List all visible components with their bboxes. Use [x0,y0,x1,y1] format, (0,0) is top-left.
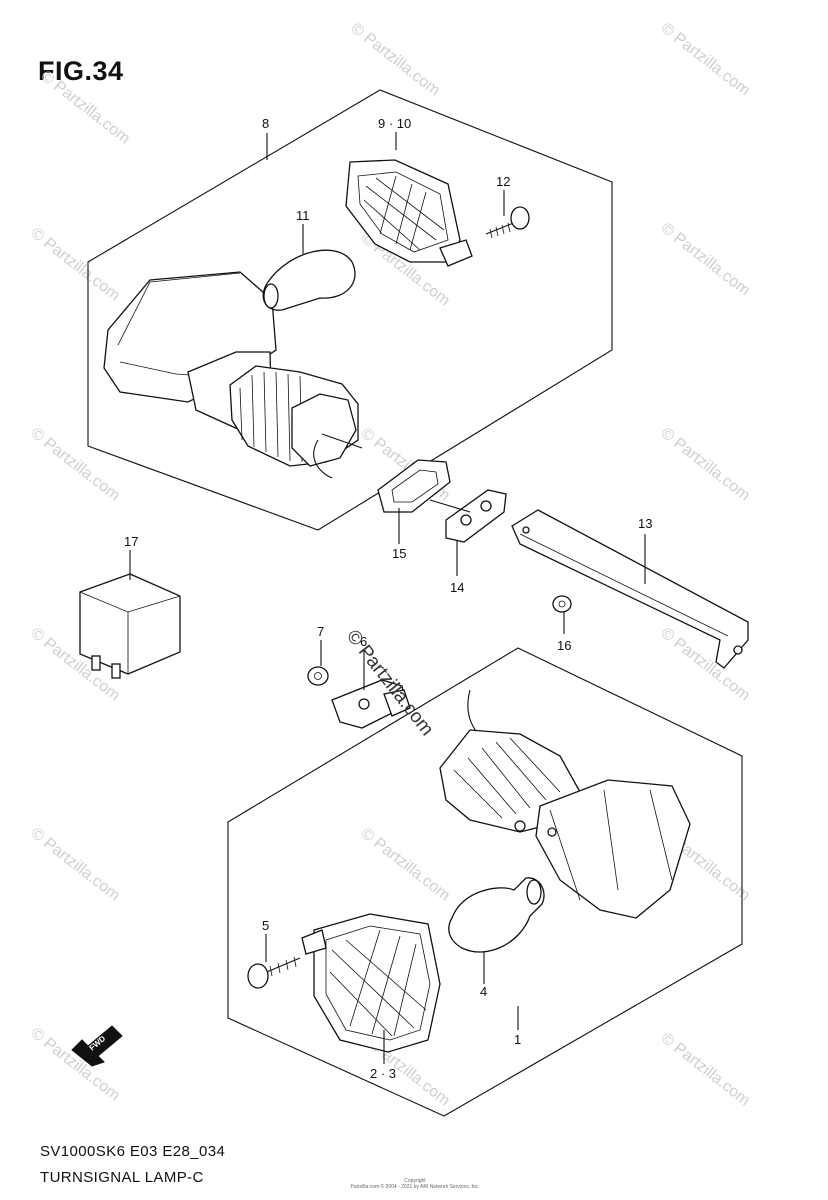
upper-bulb [262,249,356,311]
callout-4: 4 [480,984,487,999]
part-name: TURNSIGNAL LAMP-C [40,1169,204,1186]
watermark: © Partzilla.com [38,68,133,148]
upper-screw [485,206,530,239]
watermark: © Partzilla.com [658,20,753,100]
watermark: © Partzilla.com [658,425,753,505]
callout-14: 14 [450,580,464,595]
watermark: © Partzilla.com [658,220,753,300]
copyright-line: Partzilla.com © 2004 - 2021 by ARI Netwo… [350,1184,480,1190]
callout-6: 6 [360,634,367,649]
watermark: © Partzilla.com [28,825,123,905]
callout-16: 16 [557,638,571,653]
callout-1: 1 [514,1032,521,1047]
lower-lamp-housing [439,689,691,919]
upper-assembly-frame [87,89,613,531]
bracket-nut [552,595,572,613]
watermark: © Partzilla.com [658,1030,753,1110]
copyright-line: Copyright [404,1178,426,1184]
watermark: © Partzilla.com [28,425,123,505]
upper-gasket [377,459,451,513]
copyright-notice: Copyright Partzilla.com © 2004 - 2021 by… [330,1178,500,1190]
callout-7: 7 [317,624,324,639]
callout-2-3: 2 · 3 [370,1066,396,1081]
lower-screw [247,956,301,989]
mounting-bracket [511,509,749,669]
lower-nut [307,666,329,686]
callout-12: 12 [496,174,510,189]
callout-15: 15 [392,546,406,561]
callout-11: 11 [296,208,310,223]
callout-labels: 8 9 · 10 11 12 13 14 15 16 17 7 6 5 4 2 … [124,116,652,1081]
upper-lens [345,159,473,267]
watermark: © Partzilla.com [358,825,453,905]
callout-9-10: 9 · 10 [378,116,411,131]
callout-8: 8 [262,116,269,131]
lower-bulb [448,877,545,953]
upper-lamp-housing [103,271,363,479]
watermark: © Partzilla.com [28,225,123,305]
turnsignal-relay [79,573,181,679]
callout-13: 13 [638,516,652,531]
upper-mount-plate [429,489,507,543]
callout-5: 5 [262,918,269,933]
leader-lines [129,132,646,1064]
figure-title: FIG.34 [38,56,124,86]
model-code: SV1000SK6 E03 E28_034 [40,1143,226,1160]
watermark: © Partzilla.com [348,20,443,100]
lower-lens [301,913,441,1053]
lower-assembly-frame [227,647,743,1117]
lower-mount-plate [331,679,411,729]
callout-17: 17 [124,534,138,549]
